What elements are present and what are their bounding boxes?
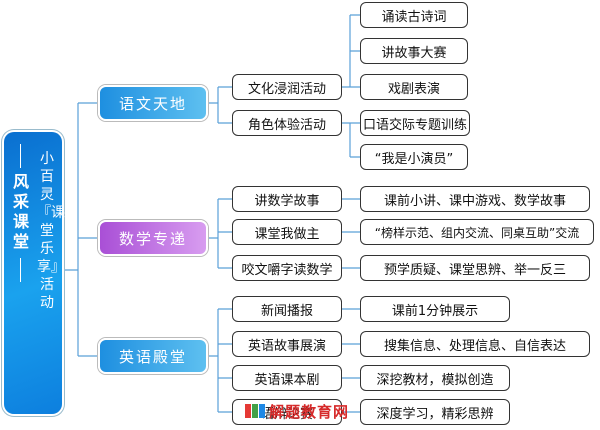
main-connector: [62, 102, 98, 357]
cat3-connector: [208, 308, 232, 413]
detail-math-story: 课前小讲、课中游戏、数学故事: [360, 186, 590, 212]
activity-culture: 文化浸润活动: [232, 74, 342, 100]
detail-preview: 预学质疑、课堂思辨、举一反三: [360, 255, 590, 281]
detail-oral-training: 口语交际专题训练: [360, 110, 470, 136]
math-detail-connectors: [342, 198, 360, 269]
activity-news: 新闻播报: [232, 296, 342, 322]
watermark: 解题教育网: [245, 399, 375, 423]
detail-role-model: “榜样示范、组内交流、同桌互助”交流: [360, 219, 594, 245]
detail-poetry: 诵读古诗词: [360, 2, 468, 28]
detail-one-minute: 课前1分钟展示: [360, 296, 510, 322]
detail-deep-learning: 深度学习，精彩思辨: [360, 399, 510, 425]
detail-storytelling: 讲故事大赛: [360, 38, 468, 64]
book-logo-icon: [245, 402, 265, 420]
activity-class-host: 课堂我做主: [232, 219, 342, 245]
main-topic-node: 风采课堂 小百灵『课堂乐享』活动: [4, 132, 65, 414]
category-math: 数学专递: [98, 220, 208, 256]
cat1-connector: [208, 86, 232, 124]
activity-textbook-drama: 英语课本剧: [232, 365, 342, 391]
activity-role-play: 角色体验活动: [232, 110, 342, 136]
watermark-text: 解题教育网: [269, 402, 350, 421]
activity-math-story: 讲数学故事: [232, 186, 342, 212]
cat2-connector: [208, 198, 232, 269]
activity-english-story: 英语故事展演: [232, 331, 342, 357]
act-culture-connector: [342, 14, 360, 88]
category-english: 英语殿堂: [98, 338, 208, 374]
activity-read-math: 咬文嚼字读数学: [232, 255, 342, 281]
detail-textbook: 深挖教材，模拟创造: [360, 365, 510, 391]
detail-information: 搜集信息、处理信息、自信表达: [360, 331, 590, 357]
detail-little-actor: “我是小演员”: [360, 144, 468, 170]
main-subtitle: 小百灵『课堂乐享』活动: [37, 151, 65, 311]
main-title: 风采课堂: [12, 172, 29, 251]
category-chinese: 语文天地: [98, 85, 208, 121]
act-role-connector: [342, 122, 360, 158]
detail-drama: 戏剧表演: [360, 74, 468, 100]
english-detail-connectors: [342, 308, 360, 413]
